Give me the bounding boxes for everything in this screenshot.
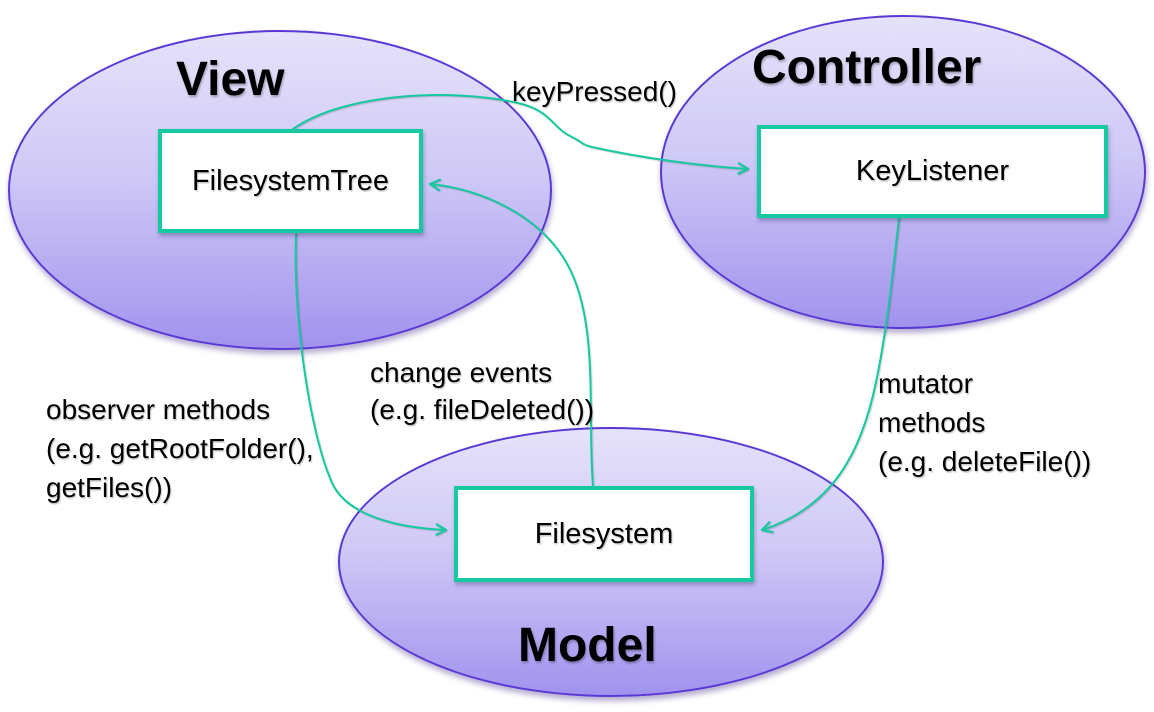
filesystemtree-box: FilesystemTree (158, 129, 423, 233)
filesystem-box: Filesystem (454, 486, 754, 582)
observer-methods-label-line2: (e.g. getRootFolder(), (46, 433, 314, 464)
filesystem-label: Filesystem (534, 517, 674, 550)
mutator-methods-label-line3: (e.g. deleteFile()) (878, 446, 1092, 477)
model-title: Model (518, 619, 657, 672)
keylistener-label: KeyListener (855, 155, 1010, 187)
change-events-label-line1: change events (370, 357, 553, 388)
mutator-methods-label-line1: mutator (878, 368, 973, 399)
view-title: View (176, 53, 285, 106)
observer-methods-label-line1: observer methods (46, 394, 271, 425)
keylistener-box: KeyListener (757, 125, 1108, 218)
mutator-methods-label: mutator methods (e.g. deleteFile()) (878, 364, 1091, 481)
change-events-label: change events (e.g. fileDeleted()) (370, 354, 594, 428)
observer-methods-label: observer methods (e.g. getRootFolder(), … (46, 390, 314, 507)
keypressed-label: keyPressed() (512, 72, 677, 111)
keypressed-label-line: keyPressed() (512, 76, 677, 107)
change-events-label-line2: (e.g. fileDeleted()) (370, 394, 595, 425)
mutator-methods-label-line2: methods (878, 407, 986, 438)
observer-methods-label-line3: getFiles()) (46, 472, 173, 503)
filesystemtree-label: FilesystemTree (191, 164, 390, 197)
controller-title: Controller (752, 41, 982, 94)
